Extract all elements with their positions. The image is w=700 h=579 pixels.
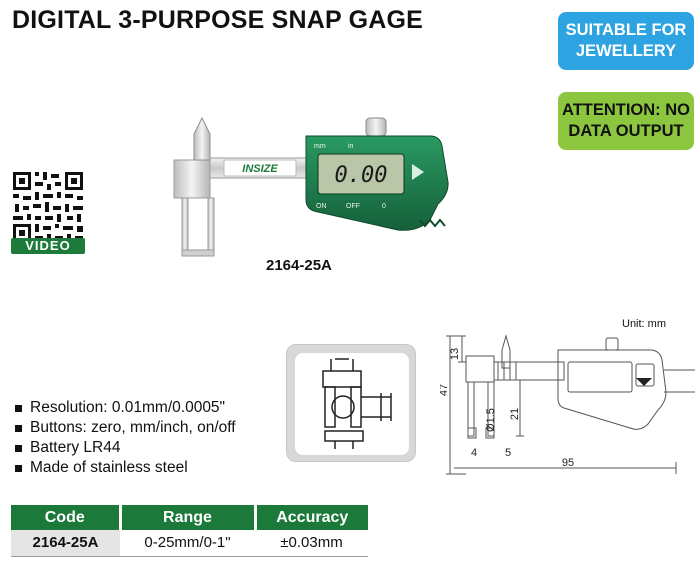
mm-label: mm [314, 143, 326, 150]
list-item: Battery LR44 [14, 438, 236, 458]
qr-code-icon[interactable] [11, 163, 85, 253]
zero-label: 0 [382, 203, 386, 210]
cell-accuracy: ±0.03mm [255, 530, 368, 557]
play-triangle-icon [412, 164, 424, 180]
table-row: 2164-25A 0-25mm/0-1" ±0.03mm [11, 530, 368, 557]
cell-code: 2164-25A [11, 530, 120, 557]
table-header-row: Code Range Accuracy [11, 505, 368, 530]
dim-21: 21 [509, 408, 521, 420]
feature-list: Resolution: 0.01mm/0.0005" Buttons: zero… [14, 398, 236, 478]
brand-logo: INSIZE [242, 163, 278, 175]
spec-table: Code Range Accuracy 2164-25A 0-25mm/0-1"… [11, 505, 368, 557]
lcd-display: 0.00 [335, 163, 388, 188]
on-label: ON [316, 203, 327, 210]
list-item: Resolution: 0.01mm/0.0005" [14, 398, 236, 418]
header-code: Code [11, 505, 122, 530]
suitable-for-jewellery-badge: SUITABLE FOR JEWELLERY [558, 12, 694, 70]
dim-47: 47 [440, 384, 450, 396]
video-label[interactable]: VIDEO [11, 238, 85, 254]
dim-4: 4 [471, 447, 477, 459]
dim-dia-1-5: Ø1.5 [485, 408, 497, 432]
snap-gage-illustration: INSIZE 0.00 mm in ON OFF 0 [173, 116, 449, 257]
header-range: Range [120, 505, 257, 530]
dim-5: 5 [505, 447, 511, 459]
dimension-drawing: 13 47 21 Ø1.5 4 5 95 [440, 334, 695, 475]
no-data-output-badge: ATTENTION: NO DATA OUTPUT [558, 92, 694, 150]
in-label: in [348, 143, 354, 150]
dim-95: 95 [562, 457, 574, 469]
usage-inset [286, 344, 416, 462]
header-accuracy: Accuracy [255, 505, 368, 530]
off-label: OFF [346, 203, 360, 210]
cell-range: 0-25mm/0-1" [120, 530, 255, 557]
list-item: Made of stainless steel [14, 458, 236, 478]
page-title: DIGITAL 3-PURPOSE SNAP GAGE [12, 6, 424, 34]
dim-13: 13 [449, 348, 461, 360]
list-item: Buttons: zero, mm/inch, on/off [14, 418, 236, 438]
inset-diagram [322, 358, 392, 449]
product-model-label: 2164-25A [266, 257, 332, 274]
unit-label: Unit: mm [622, 318, 666, 330]
